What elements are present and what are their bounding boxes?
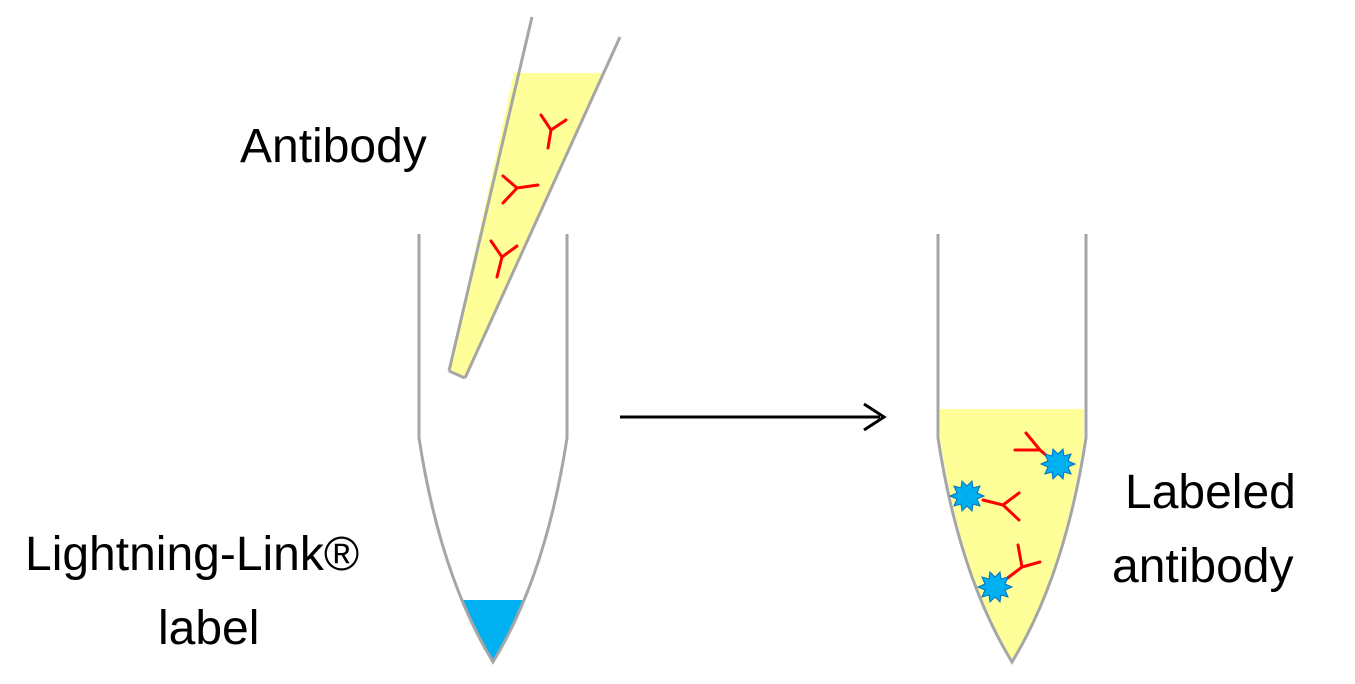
labeled-antibody-label-line1: Labeled — [1125, 466, 1296, 519]
starburst-label-icon — [976, 570, 1014, 604]
pipette-yellow-liquid — [449, 73, 602, 378]
lightning-link-label-line2: label — [158, 602, 259, 655]
y-shaped-antibody-icon — [539, 113, 568, 150]
right-tube-outline — [936, 234, 1088, 665]
labeled-antibody — [1013, 431, 1077, 481]
y-shaped-antibody-icon — [501, 174, 540, 205]
starburst-label-icon — [948, 479, 986, 513]
labeled-antibody-label-line2: antibody — [1112, 540, 1293, 593]
labeled-antibody — [948, 479, 1021, 522]
right-tube-yellow-liquid — [940, 409, 1084, 662]
left-tube-blue-liquid — [463, 600, 523, 660]
reaction-arrow — [620, 402, 887, 432]
pipette-tip-end — [448, 369, 466, 380]
pipette-tip-icon — [447, 16, 622, 380]
lightning-link-label-line1: Lightning-Link® — [25, 528, 359, 581]
labeled-antibody — [976, 543, 1042, 604]
pipette-left-wall — [447, 16, 534, 372]
left-tube — [417, 234, 569, 665]
antibody-label: Antibody — [240, 120, 427, 173]
y-shaped-antibody-icon — [489, 239, 519, 279]
pipette-right-wall — [463, 36, 622, 379]
right-tube — [936, 234, 1088, 665]
starburst-label-icon — [1039, 447, 1077, 481]
left-tube-outline — [417, 234, 569, 665]
